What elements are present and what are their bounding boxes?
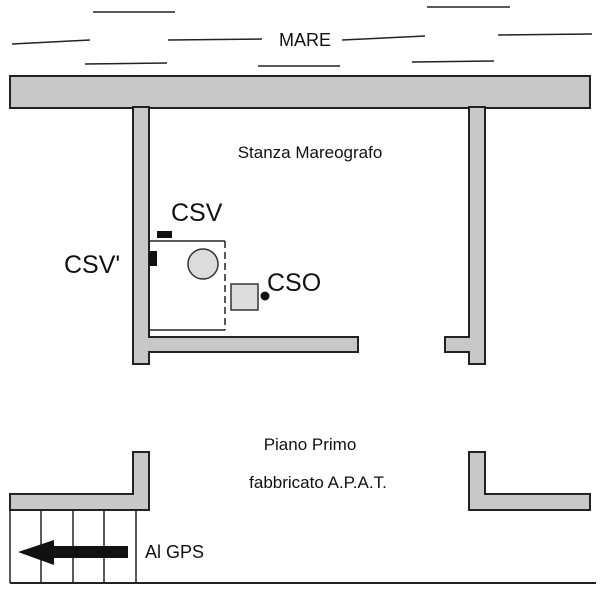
- csv-label: CSV: [171, 199, 223, 227]
- cso-label: CSO: [267, 269, 321, 297]
- lower-right-wall: [468, 451, 591, 511]
- floor-label-1: Piano Primo: [264, 435, 357, 454]
- sea-wall: [9, 75, 591, 109]
- csv-marker: [157, 231, 172, 238]
- floor-label-2: fabbricato A.P.A.T.: [249, 473, 387, 492]
- lower-left-wall: [9, 451, 150, 511]
- cso-marker: [260, 291, 270, 301]
- left-room-wall: [132, 106, 359, 365]
- equipment-enclosure: [149, 240, 226, 331]
- csv-prime-marker: [149, 251, 157, 266]
- right-room-wall: [444, 106, 486, 365]
- sea-waves: [11, 6, 593, 67]
- cso-box: [230, 283, 259, 311]
- tide-gauge-well: [187, 248, 219, 280]
- arrow-left-icon: [18, 540, 128, 565]
- sea-label: MARE: [279, 30, 331, 50]
- gps-label: Al GPS: [145, 542, 204, 562]
- room-label: Stanza Mareografo: [238, 143, 383, 162]
- csv-prime-label: CSV': [64, 251, 120, 279]
